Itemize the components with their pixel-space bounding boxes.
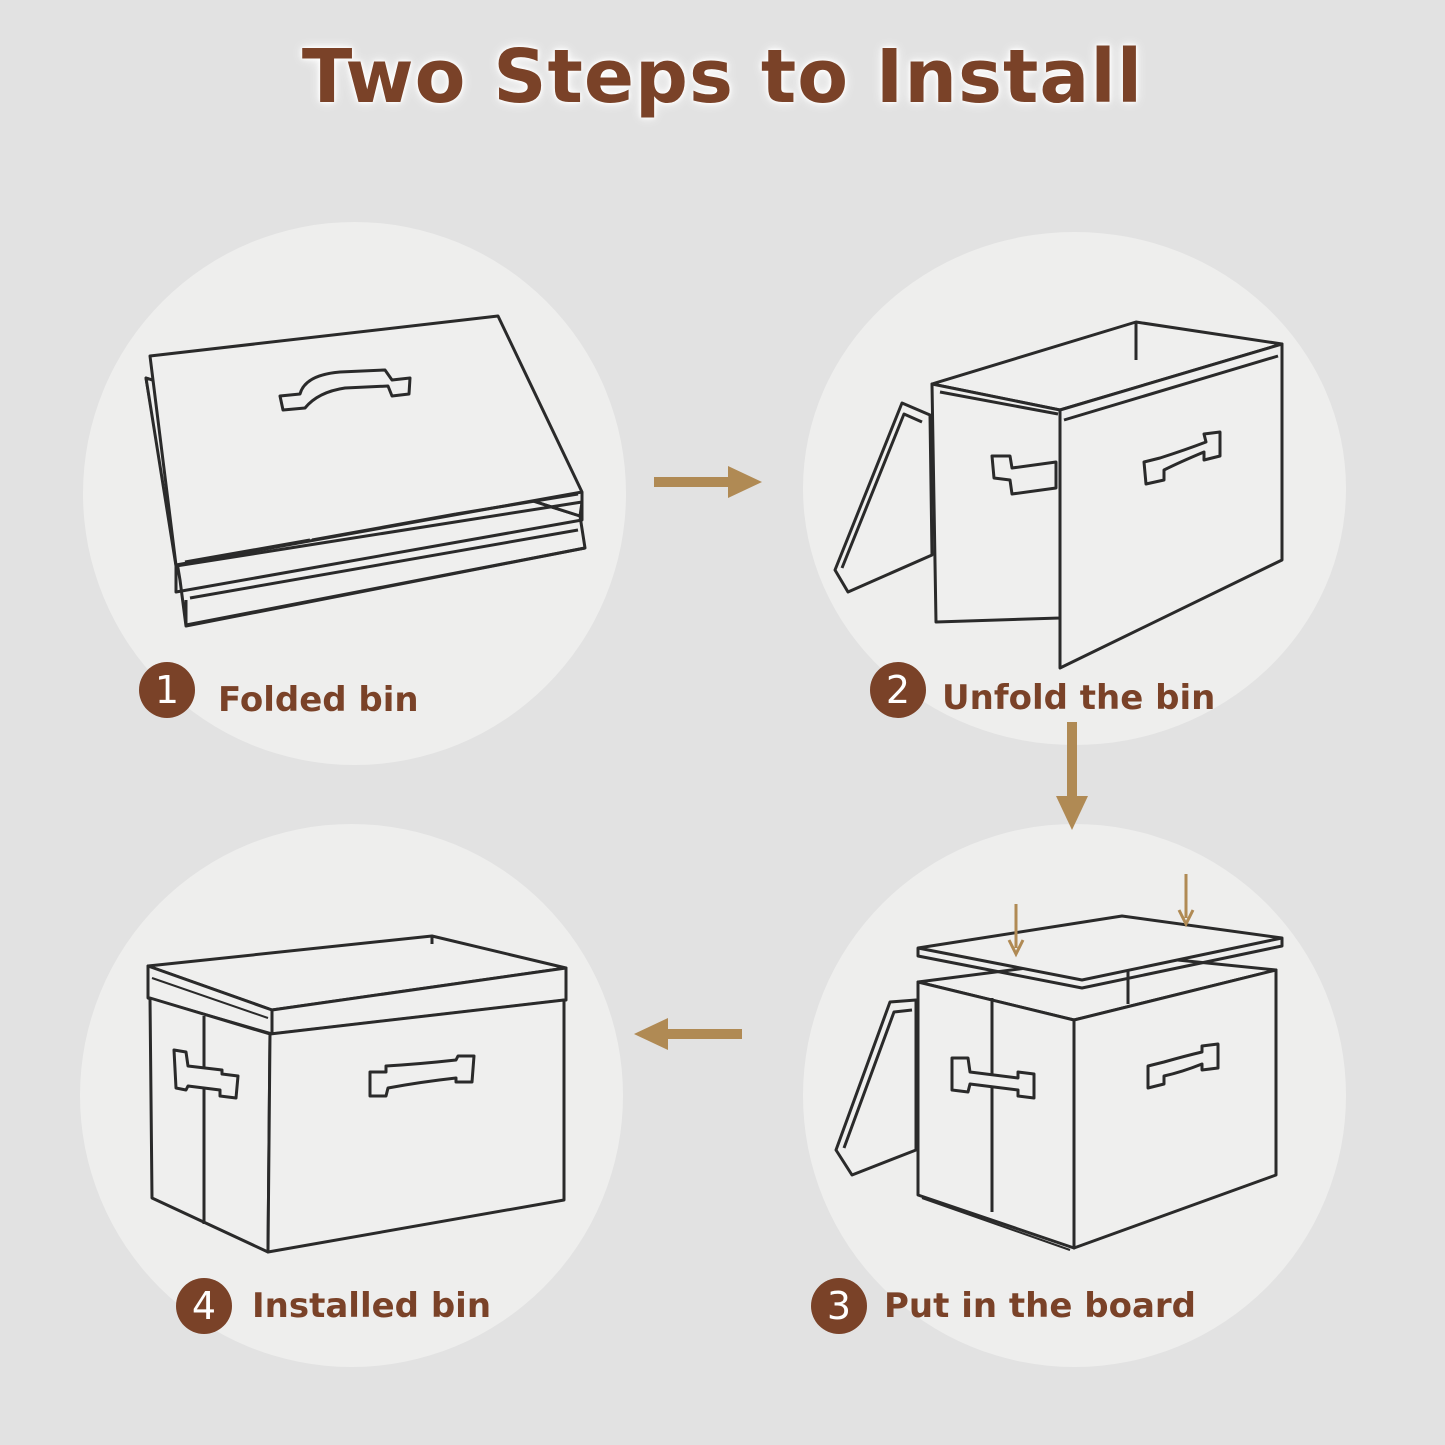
arrow-left-icon [634, 1018, 742, 1050]
step-3-label: Put in the board [884, 1286, 1197, 1326]
step-2-label: Unfold the bin [942, 678, 1216, 718]
arrow-right-icon [654, 466, 762, 498]
step-1-badge: 1 [139, 662, 195, 718]
step-4-badge: 4 [176, 1278, 232, 1334]
step-2-badge: 2 [870, 662, 926, 718]
arrow-down-icon [1056, 722, 1088, 830]
page-title: Two Steps to Install [301, 34, 1144, 120]
step-3-badge: 3 [811, 1278, 867, 1334]
step-4-label: Installed bin [252, 1286, 492, 1326]
step-1-label: Folded bin [218, 680, 419, 720]
